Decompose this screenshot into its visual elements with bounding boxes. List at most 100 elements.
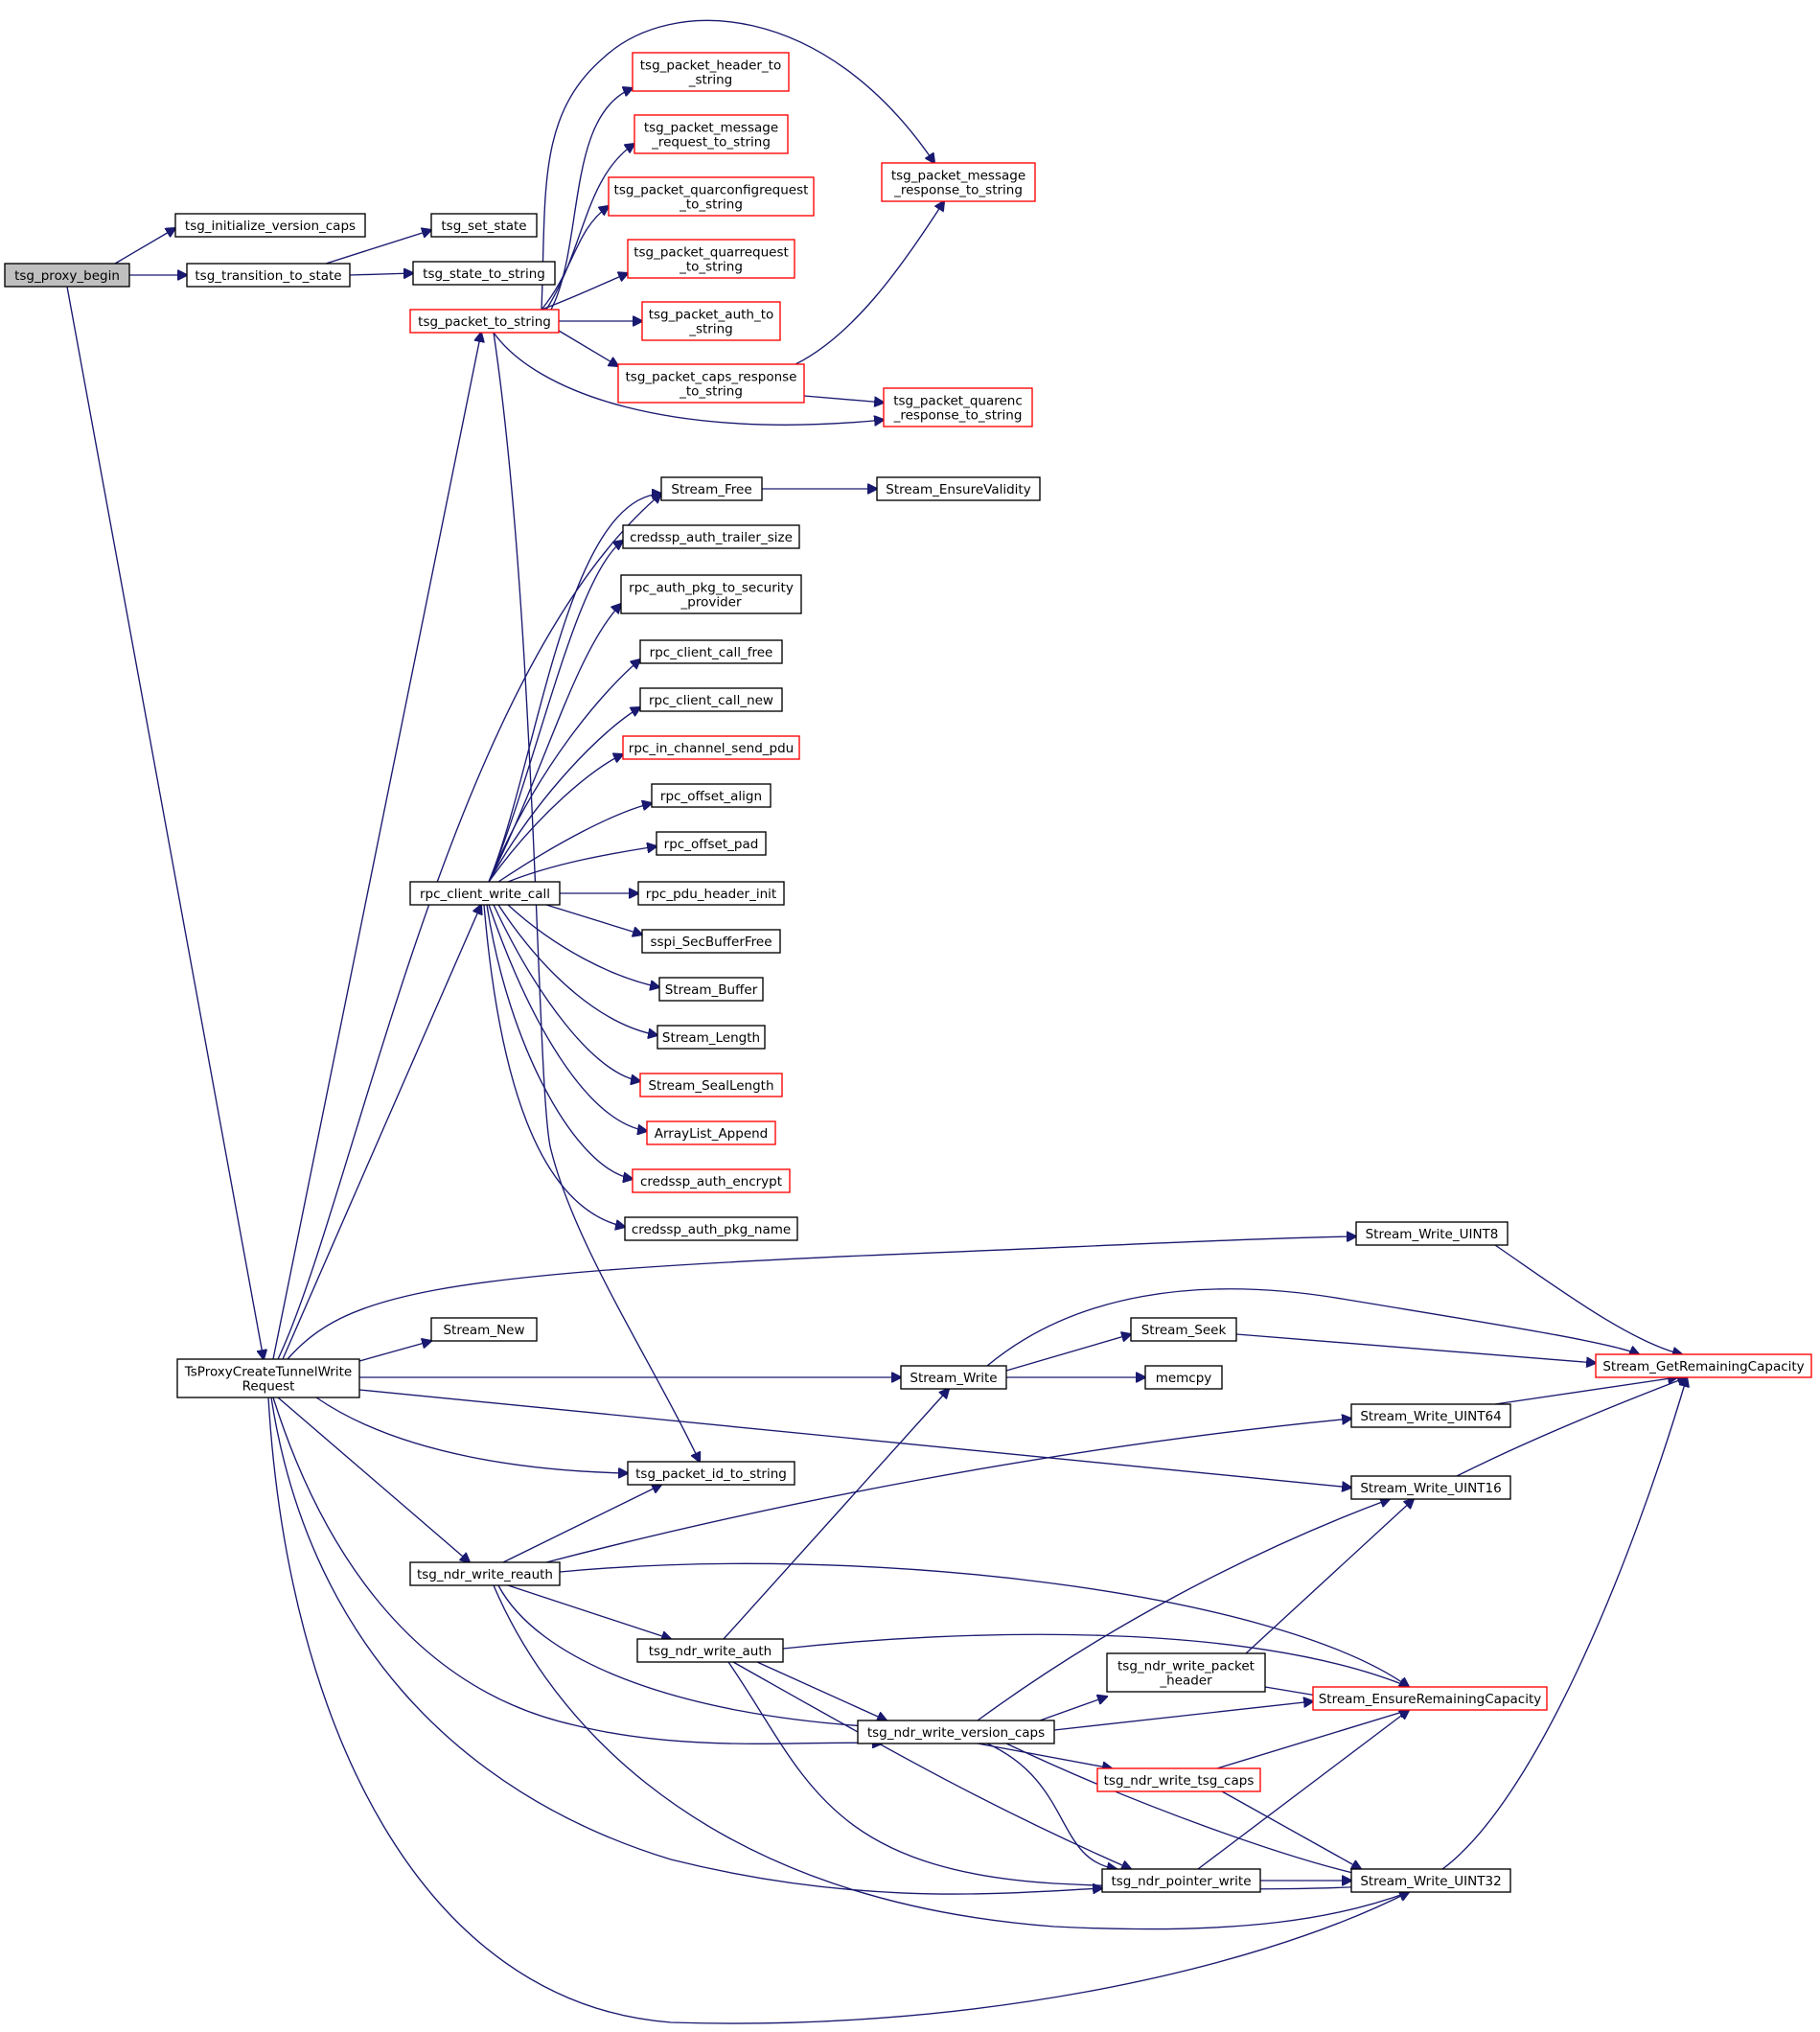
edge-proxy_begin-to-init_caps (114, 228, 175, 265)
node-label-hdr_str-line1: tsg_packet_header_to (640, 58, 781, 74)
node-call_new[interactable]: rpc_client_call_new (639, 687, 783, 712)
node-box-pkt_str (409, 309, 560, 334)
node-label-quarcfg_str-line1: tsg_packet_quarconfigrequest (614, 183, 809, 198)
edge-pkt_str-to-quarreq_str (541, 273, 628, 311)
node-box-ensure_valid (876, 476, 1041, 501)
node-box-tunnel (176, 1358, 360, 1398)
node-w_auth[interactable]: tsg_ndr_write_auth (636, 1638, 784, 1663)
node-quarcfg_str[interactable]: tsg_packet_quarconfigrequest_to_string (608, 176, 815, 217)
node-label-trailer: credssp_auth_trailer_size (630, 530, 793, 545)
edge-s_write-to-s_seek (1005, 1334, 1131, 1372)
node-s_seal[interactable]: Stream_SealLength (639, 1073, 783, 1097)
node-box-s_new (430, 1317, 538, 1342)
edge-write_call-to-pkg_sec (488, 604, 621, 883)
node-auth_str[interactable]: tsg_packet_auth_to_string (641, 301, 781, 341)
node-label-secbuf: sspi_SecBufferFree (650, 935, 772, 950)
node-tsg_caps[interactable]: tsg_ndr_write_tsg_caps (1096, 1767, 1261, 1792)
node-ptr_write[interactable]: tsg_ndr_pointer_write (1101, 1868, 1261, 1893)
node-w_u64[interactable]: Stream_Write_UINT64 (1350, 1403, 1511, 1428)
node-secbuf[interactable]: sspi_SecBufferFree (641, 929, 781, 954)
node-trailer[interactable]: credssp_auth_trailer_size (622, 524, 800, 549)
node-msgresp_str[interactable]: tsg_packet_message_response_to_string (881, 162, 1036, 202)
node-box-msgresp_str (881, 162, 1036, 202)
node-label-ptr_write: tsg_ndr_pointer_write (1111, 1874, 1251, 1889)
node-quarenc_str[interactable]: tsg_packet_quarenc_response_to_string (883, 387, 1033, 427)
node-label-s_length: Stream_Length (662, 1030, 760, 1046)
node-box-call_free (639, 639, 783, 664)
node-box-s_seal (639, 1073, 783, 1097)
node-label-send_pdu: rpc_in_channel_send_pdu (629, 741, 794, 756)
node-pkg_name[interactable]: credssp_auth_pkg_name (624, 1216, 798, 1241)
edge-reauth-to-vcaps (497, 1584, 882, 1727)
edge-w_auth-to-vcaps (756, 1661, 887, 1720)
node-label-stream_free: Stream_Free (671, 482, 751, 497)
node-quarreq_str[interactable]: tsg_packet_quarrequest_to_string (627, 239, 795, 279)
node-stream_free[interactable]: Stream_Free (660, 476, 763, 501)
node-label-pkg_sec-line1: rpc_auth_pkg_to_security (629, 581, 794, 596)
edge-write_call-to-s_buffer (507, 904, 659, 987)
node-label-auth_str-line1: tsg_packet_auth_to (649, 308, 774, 323)
node-proxy_begin[interactable]: tsg_proxy_begin (4, 263, 130, 288)
node-label-memcpy: memcpy (1156, 1371, 1212, 1386)
node-write_call[interactable]: rpc_client_write_call (409, 881, 561, 906)
node-w_u16[interactable]: Stream_Write_UINT16 (1350, 1475, 1511, 1500)
node-label-al_append: ArrayList_Append (655, 1126, 769, 1142)
node-memcpy[interactable]: memcpy (1144, 1365, 1223, 1390)
node-s_new[interactable]: Stream_New (430, 1317, 538, 1342)
edge-pkt_str-to-quarcfg_str (541, 206, 609, 311)
node-hdr_init[interactable]: rpc_pdu_header_init (637, 881, 785, 906)
node-box-init_caps (174, 213, 366, 238)
edge-reauth-to-w_u64 (545, 1419, 1351, 1563)
edge-w_auth-to-s_write (723, 1389, 949, 1640)
edge-w_auth-to-w_u32 (727, 1661, 1399, 1889)
node-s_write[interactable]: Stream_Write (900, 1365, 1007, 1390)
node-off_align[interactable]: rpc_offset_align (651, 783, 772, 808)
node-capsresp_str[interactable]: tsg_packet_caps_response_to_string (617, 363, 805, 404)
node-send_pdu[interactable]: rpc_in_channel_send_pdu (622, 735, 800, 760)
edge-tsg_caps-to-w_u32 (1221, 1790, 1361, 1869)
node-pid_str[interactable]: tsg_packet_id_to_string (627, 1461, 795, 1486)
edge-write_call-to-trailer (488, 541, 623, 883)
node-box-state_str (412, 261, 556, 286)
node-init_caps[interactable]: tsg_initialize_version_caps (174, 213, 366, 238)
node-call_free[interactable]: rpc_client_call_free (639, 639, 783, 664)
node-ensure_rem[interactable]: Stream_EnsureRemainingCapacity (1312, 1686, 1548, 1711)
node-label-pkg_name: credssp_auth_pkg_name (632, 1222, 791, 1237)
node-pkt_str[interactable]: tsg_packet_to_string (409, 309, 560, 334)
node-label-tunnel-line1: TsProxyCreateTunnelWrite (184, 1365, 352, 1380)
node-box-quarcfg_str (608, 176, 815, 217)
node-box-vcaps (857, 1720, 1055, 1744)
node-w_u32[interactable]: Stream_Write_UINT32 (1350, 1868, 1511, 1893)
node-state_str[interactable]: tsg_state_to_string (412, 261, 556, 286)
node-box-pkt_hdr (1106, 1652, 1266, 1693)
edge-w_u16-to-getrem (1456, 1377, 1687, 1477)
node-label-s_seal: Stream_SealLength (648, 1078, 773, 1094)
node-reauth[interactable]: tsg_ndr_write_reauth (409, 1561, 561, 1586)
node-pkt_hdr[interactable]: tsg_ndr_write_packet_header (1106, 1652, 1266, 1693)
node-label-w_u8: Stream_Write_UINT8 (1366, 1227, 1499, 1242)
node-s_length[interactable]: Stream_Length (657, 1025, 766, 1050)
node-msgreq_str[interactable]: tsg_packet_message_request_to_string (634, 114, 789, 154)
node-encrypt[interactable]: credssp_auth_encrypt (632, 1168, 791, 1193)
node-vcaps[interactable]: tsg_ndr_write_version_caps (857, 1720, 1055, 1744)
node-transition[interactable]: tsg_transition_to_state (186, 263, 351, 288)
node-al_append[interactable]: ArrayList_Append (646, 1120, 776, 1145)
node-label-w_u16: Stream_Write_UINT16 (1360, 1481, 1501, 1496)
node-box-write_call (409, 881, 561, 906)
node-set_state[interactable]: tsg_set_state (430, 213, 538, 238)
node-label-s_seek: Stream_Seek (1141, 1323, 1227, 1338)
node-s_buffer[interactable]: Stream_Buffer (658, 977, 764, 1002)
node-label-set_state: tsg_set_state (441, 219, 526, 234)
edge-write_call-to-off_pad (507, 846, 657, 883)
node-getrem[interactable]: Stream_GetRemainingCapacity (1595, 1353, 1812, 1378)
node-ensure_valid[interactable]: Stream_EnsureValidity (876, 476, 1041, 501)
node-label-vcaps: tsg_ndr_write_version_caps (867, 1725, 1045, 1741)
node-s_seek[interactable]: Stream_Seek (1130, 1317, 1237, 1342)
node-w_u8[interactable]: Stream_Write_UINT8 (1355, 1221, 1509, 1246)
node-off_pad[interactable]: rpc_offset_pad (656, 831, 767, 856)
node-hdr_str[interactable]: tsg_packet_header_to_string (632, 52, 790, 92)
node-label-msgresp_str-line2: _response_to_string (893, 183, 1023, 198)
edge-pkt_hdr-to-w_u16 (1245, 1499, 1414, 1654)
node-pkg_sec[interactable]: rpc_auth_pkg_to_security_provider (620, 574, 802, 614)
